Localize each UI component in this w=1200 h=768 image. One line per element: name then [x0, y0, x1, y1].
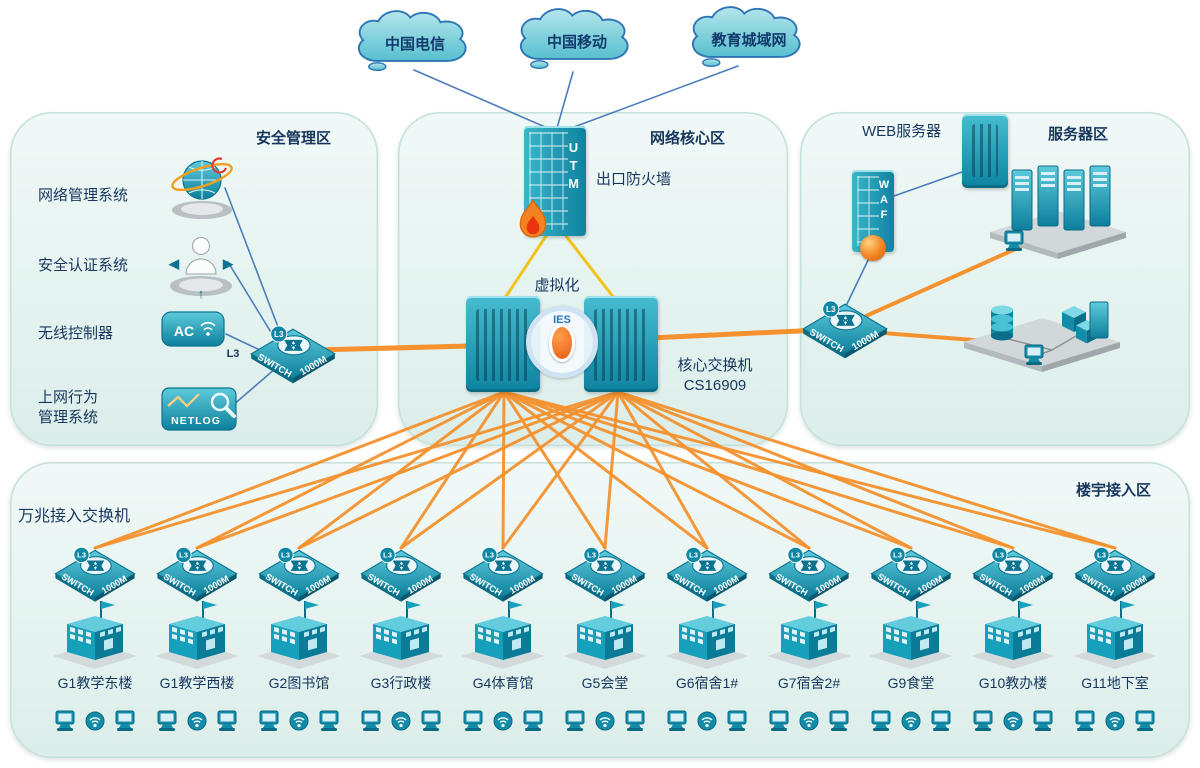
building-label: G1教学东楼 [57, 675, 133, 691]
up-arrow-icon: ↑ [198, 286, 205, 301]
netlog-label: NETLOG [171, 415, 221, 427]
globe-ball-icon [860, 235, 886, 261]
cloud-icon [520, 8, 629, 70]
utm-firewall-device: UTM [519, 126, 586, 238]
core-hub-badge: IES [526, 306, 598, 378]
building-label: G11地下室 [1081, 675, 1149, 691]
waf-text: WAF [878, 179, 890, 224]
left-arrow-icon: ◀ [168, 256, 180, 271]
label-wireless-controller: 无线控制器 [38, 325, 114, 342]
label-netlog-system: 上网行为 管理系统 [38, 389, 99, 427]
auth-system-icon: ◀ ▶ ↑ [168, 237, 234, 301]
flame-icon [519, 198, 547, 238]
hub-text: IES [553, 314, 571, 326]
label-core-switch-model: CS16909 [683, 377, 747, 394]
zone-title-access: 楼宇接入区 [1076, 482, 1152, 499]
cloud-label: 中国移动 [546, 34, 607, 51]
cloud-china-telecom: 中国电信 [348, 10, 482, 76]
ac-l3-label: L3 [227, 348, 240, 360]
building-label: G4体育馆 [472, 675, 534, 691]
label-auth-system: 安全认证系统 [38, 257, 129, 274]
network-management-icon [171, 157, 233, 219]
netlog-icon: NETLOG [161, 387, 237, 431]
hub-oval-icon [549, 324, 575, 362]
building-label: G3行政楼 [370, 675, 432, 691]
ac-label: AC [174, 323, 194, 339]
cloud-icon [692, 6, 801, 68]
right-arrow-icon: ▶ [222, 256, 234, 271]
label-network-management: 网络管理系统 [38, 187, 129, 204]
building-label: G9食堂 [887, 675, 935, 691]
magnifier-icon [210, 392, 230, 412]
cloud-education-man: 教育城域网 [676, 6, 822, 72]
building-label: G6宿舍1# [675, 675, 739, 691]
zone-title-core: 网络核心区 [650, 130, 726, 147]
waf-device: WAF [852, 170, 894, 261]
cloud-label: 中国电信 [384, 36, 445, 53]
wireless-controller-icon: AC L3 [161, 311, 240, 360]
cloud-china-mobile: 中国移动 [510, 8, 644, 74]
firewall-utm-text: UTM [566, 140, 581, 194]
web-server-device [962, 114, 1008, 188]
building-label: G7宿舍2# [777, 675, 841, 691]
label-exit-firewall: 出口防火墙 [596, 171, 672, 188]
zone-title-server: 服务器区 [1048, 126, 1109, 143]
label-virtualization: 虚拟化 [534, 277, 580, 294]
building-label: G1教学西楼 [159, 675, 235, 691]
label-access-switch: 万兆接入交换机 [18, 508, 131, 525]
label-web-server: WEB服务器 [862, 123, 942, 140]
building-label: G10教办楼 [978, 675, 1048, 691]
building-label: G2图书馆 [268, 675, 330, 691]
building-label: G5会堂 [581, 675, 629, 691]
zone-title-security: 安全管理区 [256, 130, 332, 147]
label-core-switch-name: 核心交换机 [677, 357, 753, 374]
cloud-label: 教育城域网 [711, 32, 787, 49]
cloud-icon [358, 10, 467, 72]
